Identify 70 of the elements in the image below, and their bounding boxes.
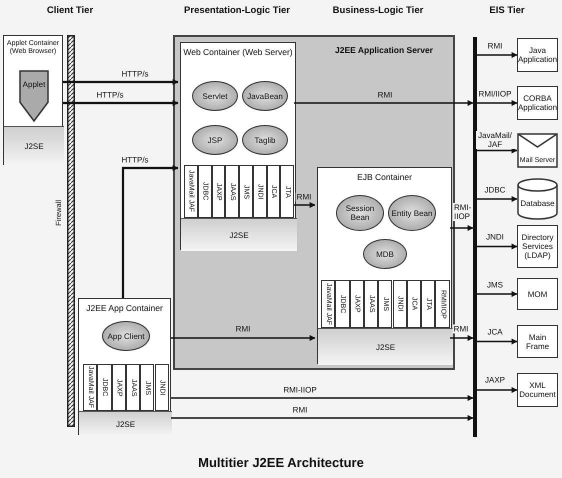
system-box: XML Document [517,373,558,407]
container-box [78,298,171,435]
tier-heading: EIS Tier [489,5,525,16]
arrow [477,52,518,58]
server-box [173,35,455,370]
container-title: J2EE App Container [85,303,164,313]
edge-label: RMI [376,90,394,100]
arrow [450,335,474,341]
component-ellipse: MDB [363,239,407,269]
container-title: EJB Container [356,172,413,182]
arrow [477,196,518,202]
platform-band: J2SE [4,126,64,166]
edge-label: RMI [296,192,312,202]
arrow [171,335,316,341]
arrow [171,415,474,421]
database-cylinder: Database [517,178,558,220]
tier-heading: Presentation-Logic Tier [184,5,290,16]
container-box [180,42,296,250]
arrow [477,100,518,106]
platform-band: J2SE [181,218,297,251]
system-box: Directory Services (LDAP) [517,225,558,268]
edge-label: RMI-IIOP [282,386,318,394]
applet-shape: Applet [19,70,49,122]
component-ellipse: App Client [102,321,150,351]
arrow [294,202,316,208]
component-ellipse: Taglib [242,125,288,155]
container-box [3,35,63,165]
system-box: Main Frame [517,325,558,358]
edge-label: JCA [486,328,504,336]
arrow [477,338,518,344]
container-title: Web Container (Web Server) [183,47,293,57]
arrow [122,165,179,298]
edge-label: JMS [486,280,504,290]
edge-label: RMI [234,324,252,334]
arrow [63,79,179,85]
component-ellipse: Entity Bean [388,195,436,231]
tier-heading: Business-Logic Tier [332,5,424,16]
component-ellipse: JavaBean [242,81,288,111]
arrow [63,100,179,106]
system-box: Java Application [517,38,558,72]
edge-label: RMI [486,42,504,50]
arrow [477,148,518,154]
component-ellipse: Servlet [192,81,238,111]
edge-label: RMI- IIOP [453,203,471,221]
edge-label: RMI [452,324,470,334]
system-box: CORBA Application [517,86,558,120]
edge-label: HTTP/s [95,90,125,100]
tier-heading: Client Tier [46,5,94,16]
arrow [294,100,474,106]
edge-label: JNDI [485,232,505,242]
edge-label: JavaMail/ JAF [476,131,514,149]
container-box [317,167,452,364]
arrow [477,291,518,297]
component-ellipse: JSP [192,125,238,155]
edge-label: HTTP/s [120,156,150,164]
edge-label: RMI [292,406,308,414]
arrow [171,395,474,401]
platform-band: J2SE [79,411,172,436]
container-title: J2EE Application Server [335,45,433,55]
edge-label: JDBC [484,186,506,194]
edge-label: HTTP/s [120,70,150,78]
platform-band: J2SE [318,328,453,365]
arrow [450,225,474,231]
arrow [477,387,518,393]
component-ellipse: Session Bean [336,195,384,231]
system-box: MOM [517,278,558,310]
edge-label: RMI/IIOP [478,90,512,98]
edge-label: JAXP [484,376,506,384]
arrow [477,244,518,250]
caption: Multitier J2EE Architecture [198,455,364,470]
